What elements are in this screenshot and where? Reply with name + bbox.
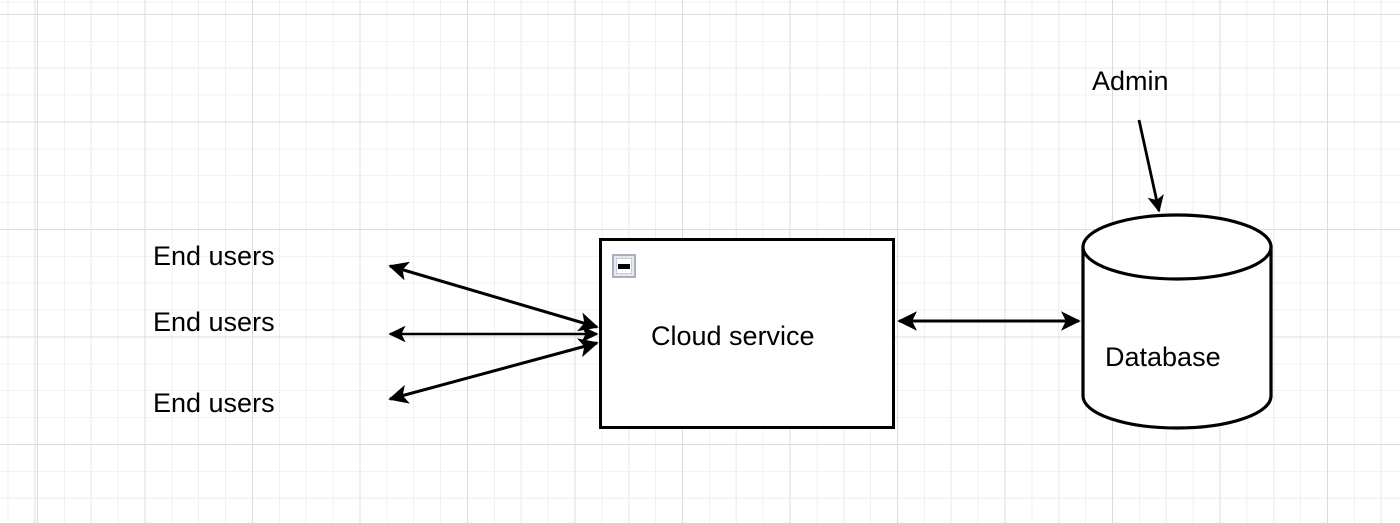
admin-label: Admin xyxy=(1092,66,1169,96)
edge-admin-database[interactable] xyxy=(1137,119,1164,213)
end-users-label-1: End users xyxy=(153,241,275,271)
cloud-service-box[interactable] xyxy=(599,238,895,429)
collapse-minus-icon[interactable] xyxy=(612,254,636,278)
database-cylinder[interactable] xyxy=(1081,213,1273,430)
database-label: Database xyxy=(1105,342,1221,372)
edge-enduser3-cloud[interactable] xyxy=(388,338,599,404)
end-users-label-2: End users xyxy=(153,307,275,337)
edge-enduser1-cloud[interactable] xyxy=(388,261,599,332)
minus-glyph xyxy=(618,263,630,269)
end-users-label-3: End users xyxy=(153,388,275,418)
cloud-service-label: Cloud service xyxy=(651,321,815,351)
collapse-icon-inner xyxy=(616,258,632,274)
